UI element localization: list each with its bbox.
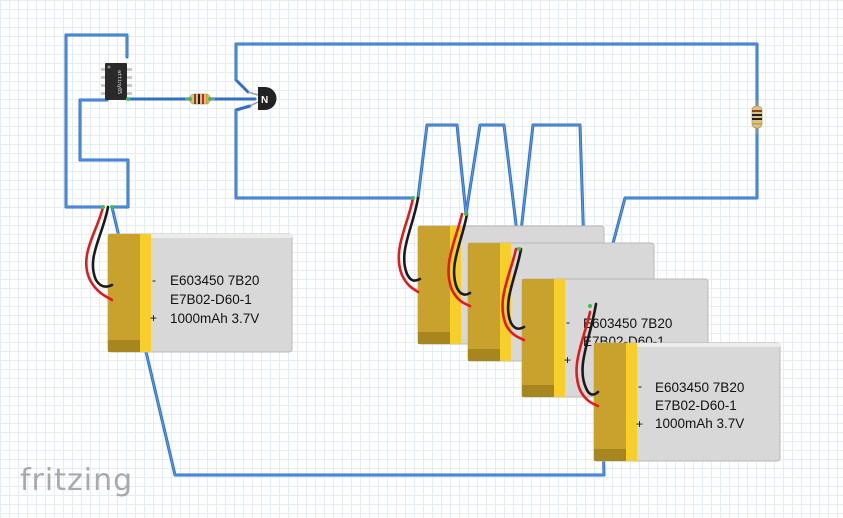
microcontroller-chip[interactable]: attiny85 [101, 63, 132, 100]
wire-chip-left-loop[interactable] [64, 33, 129, 209]
microcontroller-label: attiny85 [116, 70, 122, 94]
wire-chip-ground-loop[interactable] [78, 98, 130, 209]
battery-4-leads [501, 247, 526, 342]
wire-transistor-top-loop[interactable] [234, 42, 759, 108]
battery-1-line1: E603450 7B20 [170, 273, 259, 288]
battery-5[interactable]: - + E603450 7B20 E7B02-D60-1 1000mAh 3.7… [593, 342, 781, 462]
battery-5-line1: E603450 7B20 [655, 380, 744, 395]
fritzing-logo: fritzing [20, 463, 134, 498]
battery-1-line2: E7B02-D60-1 [170, 292, 252, 307]
battery-1-line3: 1000mAh 3.7V [170, 311, 259, 326]
battery-5-minus: - [638, 379, 642, 393]
battery-3-leads [447, 212, 472, 308]
battery-4-line1: E603450 7B20 [583, 316, 672, 331]
wire-transistor-bottom-loop[interactable] [234, 104, 415, 200]
battery-5-line3: 1000mAh 3.7V [655, 416, 744, 431]
battery-2-leads [397, 196, 422, 294]
battery-1-minus: - [152, 273, 156, 287]
battery-5-leads [575, 302, 600, 408]
transistor-label: N [261, 95, 268, 106]
battery-5-plus: + [636, 417, 643, 431]
battery-1-plus: + [150, 311, 157, 325]
transistor[interactable]: N [247, 87, 277, 110]
wire-endpoints [101, 97, 592, 308]
battery-1-leads [84, 205, 114, 302]
battery-4-minus: - [566, 315, 570, 329]
battery-1[interactable]: - + E603450 7B20 E7B02-D60-1 1000mAh 3.7… [107, 233, 293, 353]
resistor-right[interactable] [751, 100, 763, 134]
battery-5-line2: E7B02-D60-1 [655, 398, 737, 413]
battery-4-plus: + [564, 353, 571, 367]
